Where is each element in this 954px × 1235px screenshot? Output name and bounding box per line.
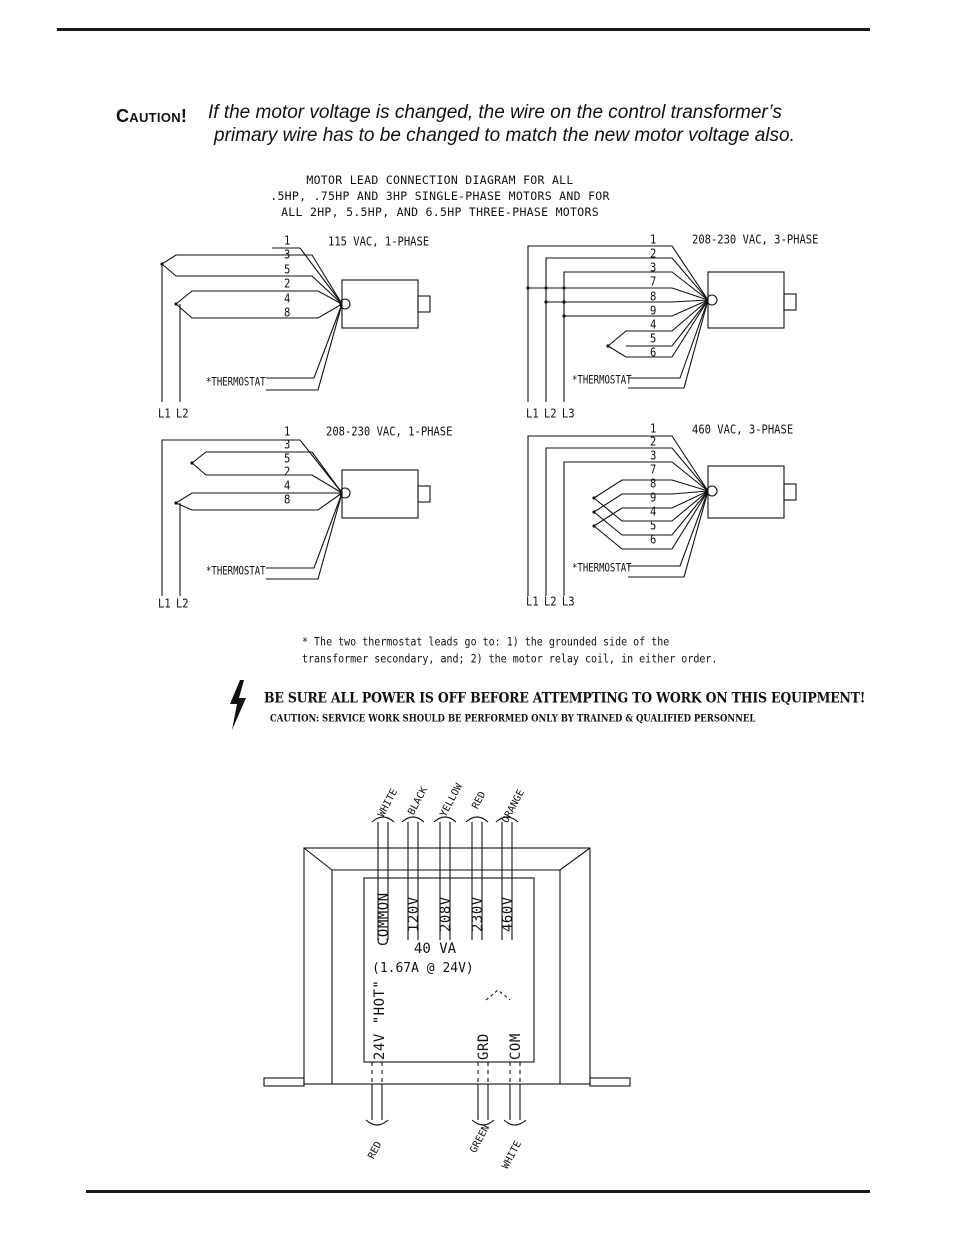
diagram-208vac-1phase-wiring — [161, 439, 431, 596]
service-caution: CAUTION: SERVICE WORK SHOULD BE PERFORME… — [270, 713, 756, 725]
lead-number: 3 — [284, 247, 291, 263]
thermostat-label: *THERMOSTAT — [206, 376, 266, 390]
lead-number: 9 — [650, 490, 657, 506]
secondary-label: 24V "HOT" — [372, 979, 388, 1060]
diagram-title-line-1: MOTOR LEAD CONNECTION DIAGRAM FOR ALL — [306, 173, 574, 187]
caution-word: Caution! — [116, 106, 188, 126]
diagram-title-line-2: .5HP, .75HP AND 3HP SINGLE-PHASE MOTORS … — [270, 189, 610, 203]
thermostat-label: *THERMOSTAT — [206, 565, 266, 579]
diagram-115vac-label: 115 VAC, 1-PHASE — [328, 235, 430, 249]
lead-number: 2 — [284, 464, 291, 480]
lead-number: 8 — [650, 476, 657, 492]
line-labels: L1 L2 L3 — [526, 594, 575, 610]
tap-label: 460V — [500, 896, 516, 932]
caution-line-2: primary wire has to be changed to match … — [214, 125, 795, 146]
lead-number: 6 — [650, 345, 657, 361]
lead-number: 3 — [284, 437, 291, 453]
lead-number: 2 — [284, 276, 291, 292]
lead-number: 3 — [650, 260, 657, 276]
lead-number: 1 — [284, 424, 291, 440]
diagram-460vac-3phase-wiring — [527, 435, 797, 596]
lead-number: 8 — [284, 492, 291, 508]
thermostat-footnote: * The two thermostat leads go to: 1) the… — [302, 634, 717, 669]
diagram-208vac-3phase-label: 208-230 VAC, 3-PHASE — [692, 233, 819, 247]
lead-number: 5 — [284, 451, 291, 467]
lead-number: 7 — [650, 274, 657, 290]
lead-number: 2 — [650, 246, 657, 262]
footnote-line-1: * The two thermostat leads go to: 1) the… — [302, 636, 670, 649]
lead-number: 4 — [650, 504, 657, 520]
lead-number: 1 — [650, 232, 657, 248]
thermostat-label: *THERMOSTAT — [572, 562, 632, 576]
line-labels: L1 L2 L3 — [526, 406, 575, 422]
footnote-line-2: transformer secondary, and; 2) the motor… — [302, 653, 718, 666]
tap-label: 120V — [406, 896, 422, 932]
caution-line-1: If the motor voltage is changed, the wir… — [208, 102, 782, 123]
thermostat-label: *THERMOSTAT — [572, 374, 632, 388]
lead-number: 5 — [284, 262, 291, 278]
diagram-208vac-1phase-label: 208-230 VAC, 1-PHASE — [326, 425, 453, 439]
diagram-title-line-3: ALL 2HP, 5.5HP, AND 6.5HP THREE-PHASE MO… — [281, 205, 599, 219]
tap-label: COMMON — [376, 892, 392, 946]
lead-number: 7 — [650, 462, 657, 478]
power-off-warning: BE SURE ALL POWER IS OFF BEFORE ATTEMPTI… — [264, 688, 866, 707]
lead-number: 5 — [650, 518, 657, 534]
lead-number: 5 — [650, 331, 657, 347]
diagram-208vac-3phase-wiring — [527, 245, 797, 402]
secondary-label: GRD — [476, 1033, 492, 1060]
diagram-title: MOTOR LEAD CONNECTION DIAGRAM FOR ALL .5… — [250, 172, 630, 220]
transformer-rating: 40 VA — [413, 941, 457, 957]
secondary-label: COM — [508, 1033, 524, 1060]
diagram-460vac-label: 460 VAC, 3-PHASE — [692, 423, 794, 437]
lead-number: 3 — [650, 448, 657, 464]
lead-number: 6 — [650, 532, 657, 548]
bottom-rule — [86, 1190, 870, 1193]
lead-number: 4 — [284, 478, 291, 494]
lightning-bolt-icon — [230, 680, 246, 730]
lead-number: 9 — [650, 303, 657, 319]
transformer-current: (1.67A @ 24V) — [372, 961, 474, 976]
diagram-115vac-1phase-wiring — [161, 247, 431, 402]
top-rule — [57, 28, 870, 31]
lead-number: 4 — [650, 317, 657, 333]
control-transformer-drawing — [263, 816, 631, 1126]
tap-label: 208V — [438, 896, 454, 932]
line-labels: L1 L2 — [158, 406, 189, 422]
tap-label: 230V — [470, 896, 486, 932]
line-labels: L1 L2 — [158, 596, 189, 612]
lead-number: 1 — [650, 421, 657, 437]
lead-number: 1 — [284, 233, 291, 249]
lead-number: 2 — [650, 434, 657, 450]
lead-number: 4 — [284, 291, 291, 307]
lead-number: 8 — [650, 289, 657, 305]
lead-number: 8 — [284, 305, 291, 321]
